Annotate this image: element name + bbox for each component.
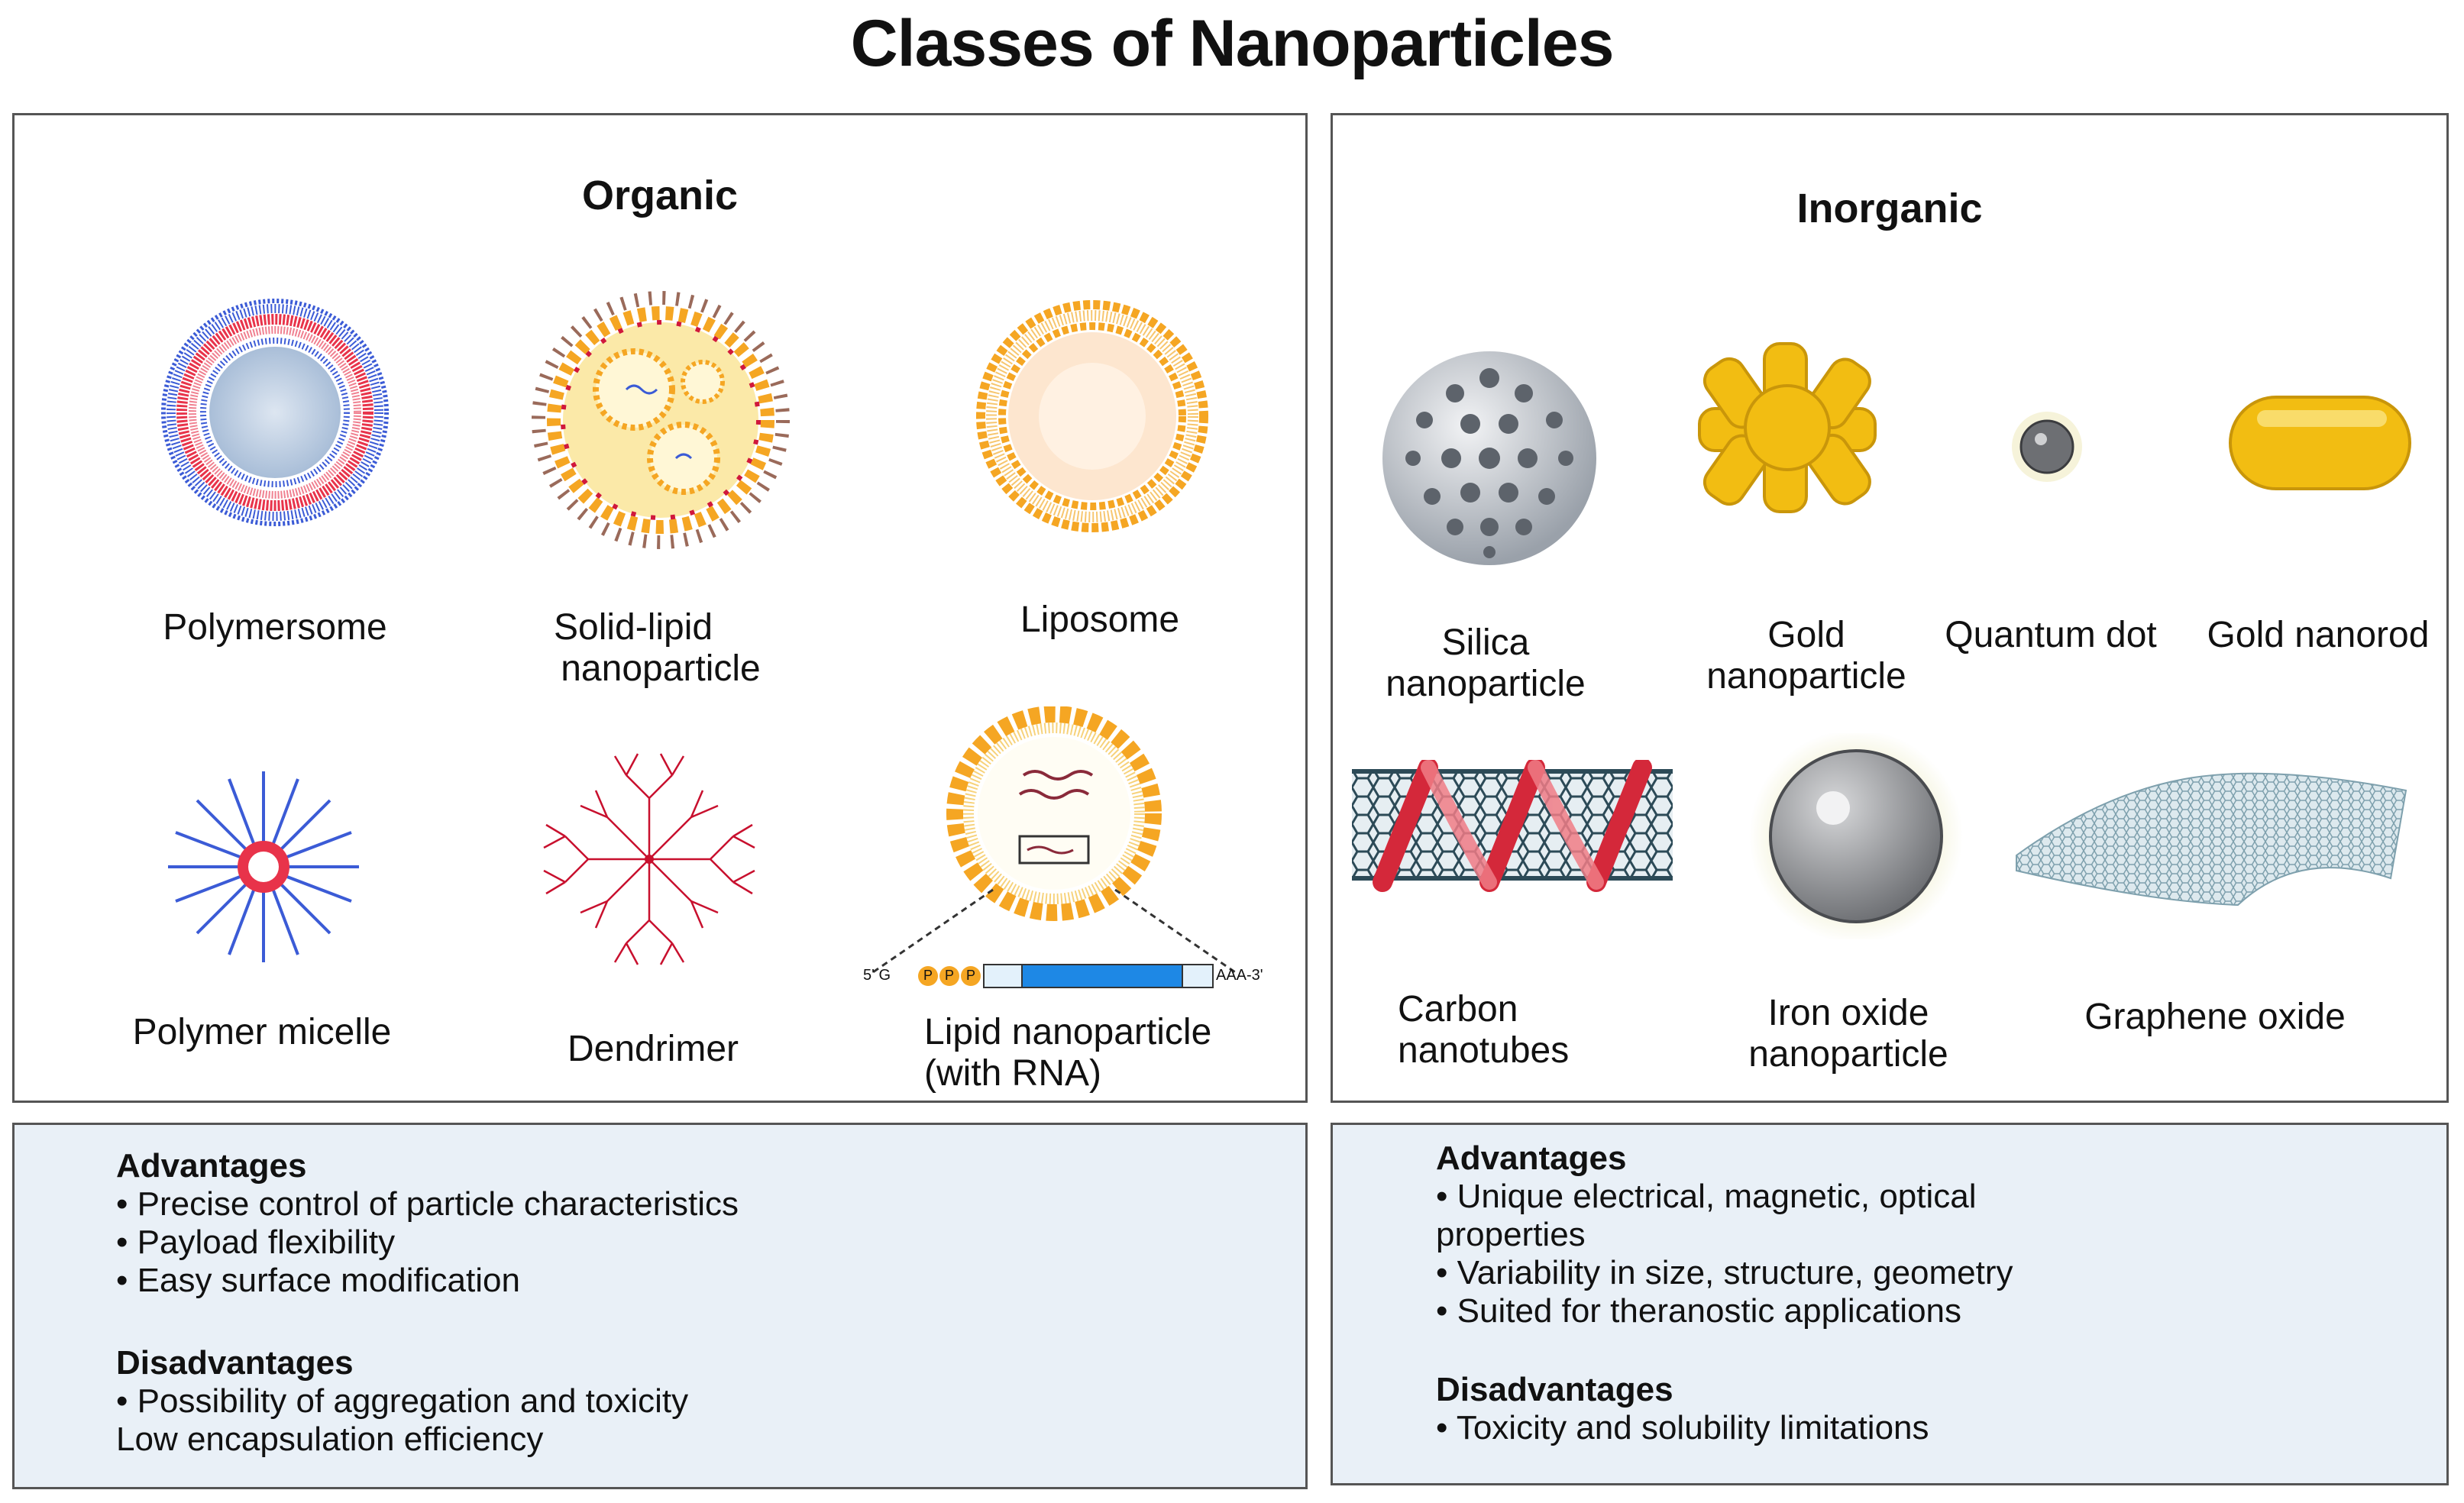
organic-disadvantages-heading: Disadvantages [116,1344,354,1382]
label-solid-lipid-nanoparticle: Solid-lipid nanoparticle [554,607,761,689]
organic-heading: Organic [581,173,739,218]
rna-cap-p3: P [965,968,975,983]
label-lipid-nanoparticle: Lipid nanoparticle (with RNA) [924,1012,1212,1094]
inorganic-panel [1331,113,2449,1103]
rna-cap-p1: P [923,968,933,983]
graphene-oxide-icon [2016,772,2407,907]
label-gold-nanoparticle: Gold nanoparticle [1706,615,1906,697]
silica-nanoparticle-icon [1382,351,1596,565]
organic-advantage-1: • Precise control of particle characteri… [116,1185,739,1223]
organic-disadvantage-2: Low encapsulation efficiency [116,1421,544,1458]
organic-advantage-3: • Easy surface modification [116,1262,520,1299]
rna-three-prime-label: AAA-3' [1216,967,1263,984]
inorganic-advantages-heading: Advantages [1436,1139,1627,1177]
gold-nanorod-icon [2229,396,2411,490]
label-dendrimer: Dendrimer [567,1029,739,1069]
inorganic-advantage-2: properties [1436,1216,1586,1253]
label-gold-nanorod: Gold nanorod [2207,615,2430,655]
dendrimer-icon [543,753,755,965]
label-polymersome: Polymersome [163,607,387,648]
figure-title: Classes of Nanoparticles [850,7,1615,80]
rna-five-prime-label: 5' G [863,967,891,984]
label-polymer-micelle: Polymer micelle [132,1012,392,1052]
solid-lipid-nanoparticle-icon [532,291,790,549]
label-quantum-dot: Quantum dot [1945,615,2157,655]
organic-disadvantage-1: • Possibility of aggregation and toxicit… [116,1382,689,1420]
polymersome-icon [161,299,389,526]
polymer-micelle-icon [168,771,359,962]
organic-advantages-list: Advantages • Precise control of particle… [116,1147,739,1300]
label-liposome: Liposome [1020,600,1180,640]
organic-advantages-heading: Advantages [116,1147,307,1185]
organic-advantage-2: • Payload flexibility [116,1223,396,1261]
organic-panel [12,113,1308,1103]
label-graphene-oxide: Graphene oxide [2084,997,2346,1037]
organic-disadvantages-list: Disadvantages • Possibility of aggregati… [116,1344,688,1459]
inorganic-advantages-list: Advantages • Unique electrical, magnetic… [1436,1139,2013,1330]
inorganic-advantages-box [1331,1123,2449,1485]
lipid-nanoparticle-rna-icon [870,706,1238,988]
inorganic-advantage-1: • Unique electrical, magnetic, optical [1436,1178,1977,1215]
inorganic-disadvantages-heading: Disadvantages [1436,1371,1673,1408]
label-iron-oxide-nanoparticle: Iron oxide nanoparticle [1748,993,1948,1075]
carbon-nanotube-icon [1352,760,1673,892]
liposome-icon [976,300,1208,532]
organic-advantages-box [12,1123,1308,1489]
inorganic-advantage-4: • Suited for theranostic applications [1436,1292,1962,1330]
iron-oxide-nanoparticle-icon [1749,733,1963,939]
inorganic-advantage-3: • Variability in size, structure, geomet… [1436,1254,2013,1291]
label-carbon-nanotubes: Carbon nanotubes [1398,989,1570,1071]
label-silica-nanoparticle: Silica nanoparticle [1386,622,1586,704]
inorganic-disadvantages-list: Disadvantages • Toxicity and solubility … [1436,1371,1929,1447]
rna-cap-p2: P [944,968,954,983]
inorganic-heading: Inorganic [1796,186,1983,231]
quantum-dot-icon [2012,412,2082,482]
inorganic-disadvantage-1: • Toxicity and solubility limitations [1436,1409,1929,1446]
gold-nanoparticle-icon [1698,342,1877,513]
